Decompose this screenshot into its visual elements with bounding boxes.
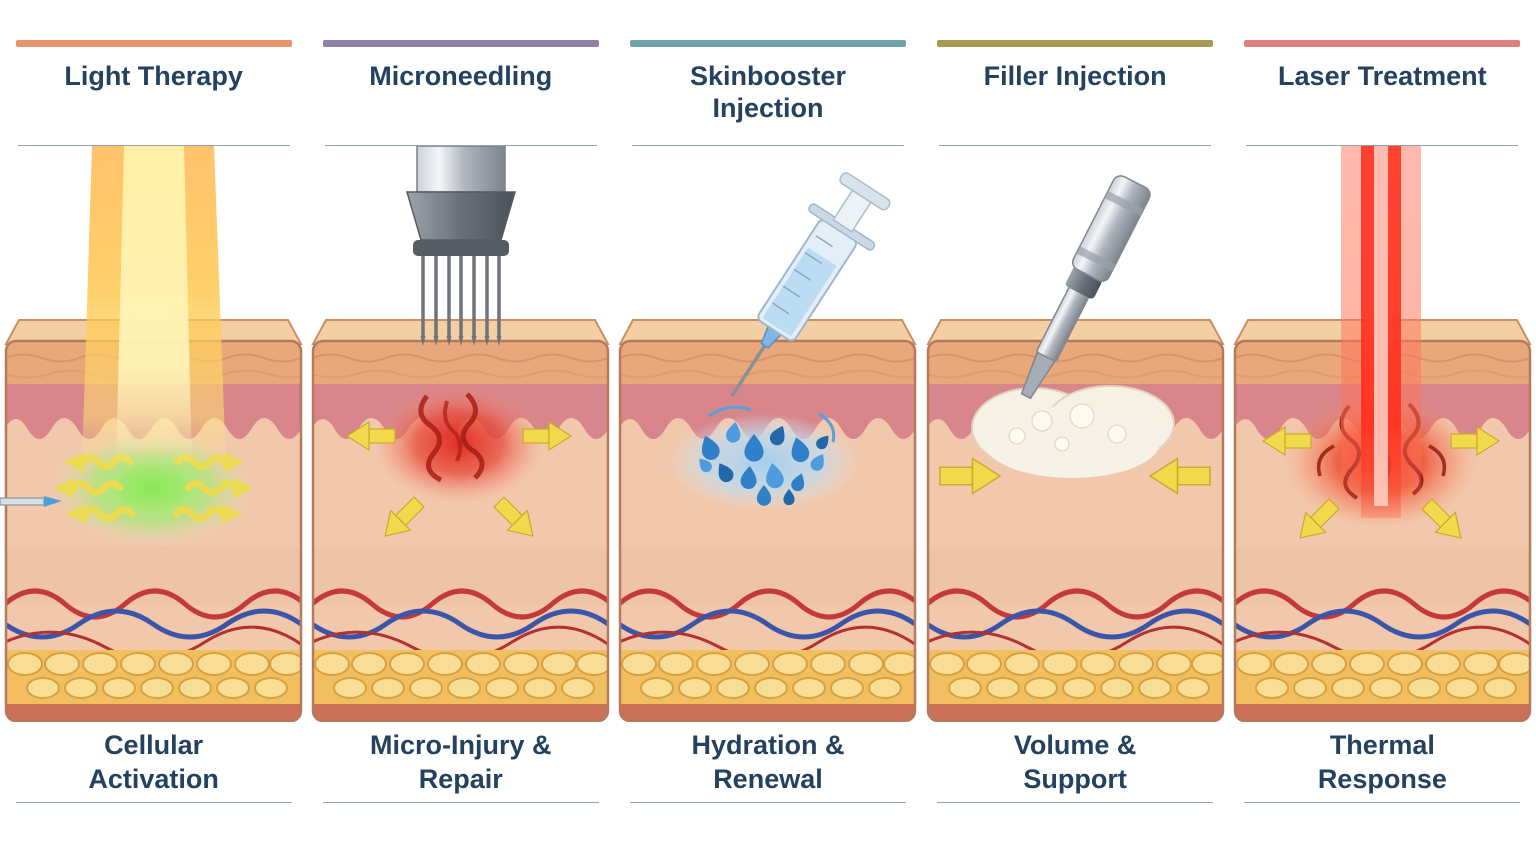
column-caption: Thermal Response [1317, 730, 1447, 794]
column-title: Light Therapy [64, 61, 243, 91]
accent-bar [322, 40, 599, 47]
column-title: Filler Injection [983, 61, 1167, 91]
illustration-laser [1229, 146, 1536, 722]
accent-bar [937, 40, 1214, 47]
panel-light-therapy: Light Therapy [0, 0, 307, 850]
skin-cross-section [312, 320, 614, 722]
illustration-light-therapy [0, 146, 307, 722]
title-divider [17, 145, 290, 146]
filler-volume [970, 385, 1175, 478]
filler-injector [1020, 175, 1151, 400]
illustration-microneedling [307, 146, 614, 722]
accent-bar [1244, 40, 1521, 47]
panel-microneedling: Microneedling [307, 0, 614, 850]
column-caption: Hydration & Renewal [691, 730, 845, 794]
title-divider [631, 145, 904, 146]
accent-bar [15, 40, 292, 47]
probe [0, 496, 63, 507]
column-title: Skinbooster Injection [689, 61, 846, 123]
column-title: Laser Treatment [1278, 61, 1487, 91]
syringe [731, 172, 891, 397]
caption-divider [322, 802, 599, 803]
column-caption: Cellular Activation [88, 730, 219, 794]
caption-divider [15, 802, 292, 803]
panel-laser-treatment: Laser Treatment [1229, 0, 1536, 850]
accent-bar [629, 40, 906, 47]
illustration-filler [922, 175, 1229, 722]
skin-cross-section [927, 320, 1229, 722]
microneedling-device [406, 146, 517, 346]
micro-injury-zone [373, 384, 546, 504]
caption-divider [937, 802, 1214, 803]
title-divider [1246, 145, 1519, 146]
caption-divider [1244, 802, 1521, 803]
hydration-zone [669, 405, 860, 510]
laser-beam [1340, 146, 1421, 518]
column-caption: Micro-Injury & Repair [370, 730, 552, 794]
panel-filler-injection: Filler Injection [922, 0, 1229, 850]
panel-skinbooster-injection: Skinbooster Injection [614, 0, 921, 850]
title-divider [939, 145, 1212, 146]
caption-divider [629, 802, 906, 803]
light-beam [82, 146, 227, 466]
column-caption: Volume & Support [1013, 730, 1137, 794]
illustration-skinbooster [614, 172, 921, 722]
skin-cross-section [619, 320, 921, 722]
needles [420, 256, 502, 346]
column-title: Microneedling [369, 61, 553, 91]
